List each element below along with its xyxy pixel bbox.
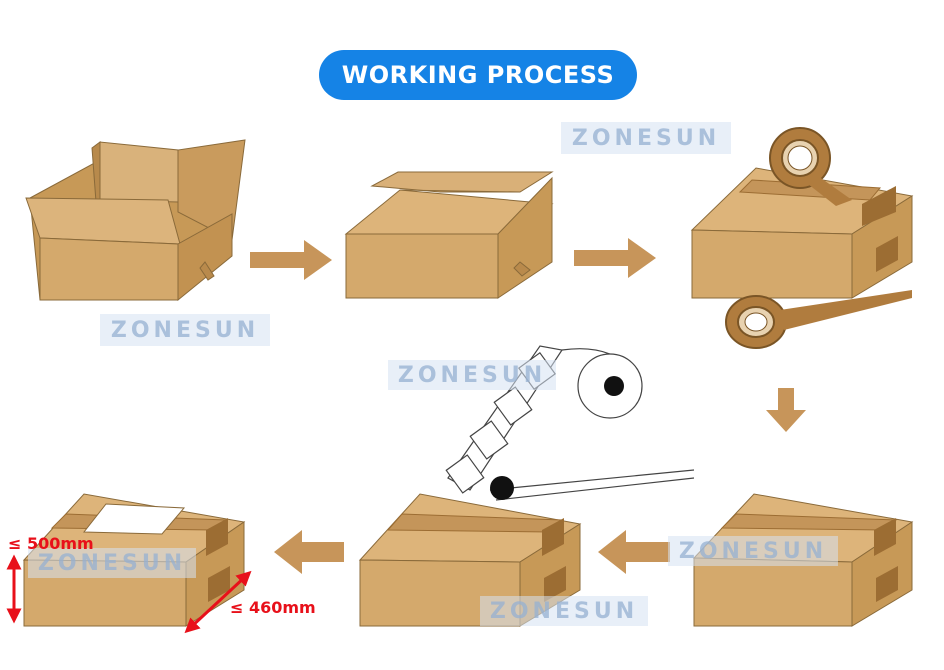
step-labeling [358,345,695,627]
dimension-arrow-icon [184,570,252,634]
height-limit-label: ≤ 500mm [8,534,94,553]
arrow-right-icon [250,240,332,280]
page-title: WORKING PROCESS [319,50,637,100]
watermark: ZONESUN [668,536,838,566]
watermark: ZONESUN [388,360,556,390]
watermark: ZONESUN [561,122,731,154]
watermark: ZONESUN [100,314,270,346]
arrow-left-icon [598,530,670,574]
watermark: ZONESUN [28,548,196,578]
watermark: ZONESUN [480,596,648,626]
depth-limit-label: ≤ 460mm [230,598,316,617]
shipping-label [82,503,186,535]
tape-roll-icon [769,127,852,206]
arrow-left-icon [274,530,344,574]
arrow-down-icon [766,388,806,432]
step-taping [690,127,914,349]
step-open-box [25,139,246,302]
step-closed-box [344,171,554,299]
arrow-right-icon [574,238,656,278]
tape-roll-icon [725,290,912,349]
